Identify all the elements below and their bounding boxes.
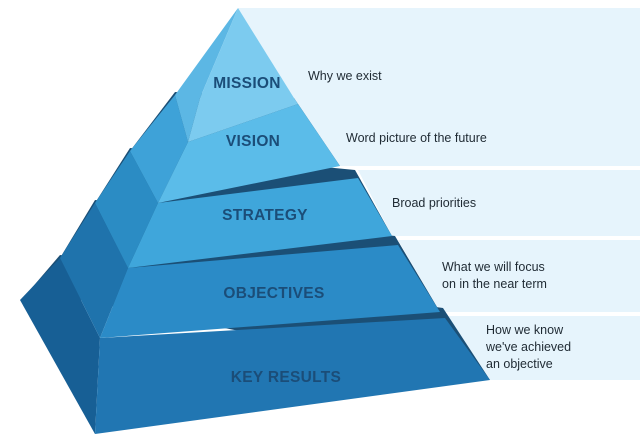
layer-mission-front — [200, 8, 294, 98]
band-vision — [294, 98, 640, 166]
description-line: we've achieved — [486, 340, 572, 354]
label-objectives: OBJECTIVES — [223, 285, 324, 302]
description-vision: Word picture of the future — [346, 130, 487, 147]
label-key-results: KEY RESULTS — [231, 369, 341, 386]
layer-mission-side — [175, 8, 238, 142]
layer-objectives-front — [100, 245, 440, 338]
pyramid-layers — [20, 8, 490, 434]
description-line: What we will focus — [442, 260, 545, 274]
layer-mission — [175, 8, 298, 142]
description-strategy: Broad priorities — [392, 195, 476, 212]
band-mission — [238, 8, 640, 98]
description-line: Word picture of the future — [346, 131, 487, 145]
layer-mission-front-lower — [188, 98, 298, 142]
description-key-results: How we know we've achieved an objective — [486, 322, 571, 373]
description-mission: Why we exist — [308, 68, 382, 85]
band-strategy — [358, 170, 640, 236]
description-line: on in the near term — [442, 277, 547, 291]
description-line: an objective — [486, 357, 553, 371]
band-objectives — [398, 240, 640, 312]
label-vision: VISION — [226, 133, 280, 150]
label-mission: MISSION — [213, 75, 281, 92]
layer-key-results-front — [95, 318, 490, 434]
description-bands — [238, 8, 640, 380]
description-line: How we know — [486, 323, 564, 337]
description-line: Broad priorities — [392, 196, 477, 210]
layer-key-results-side — [20, 258, 100, 434]
description-line: Why we exist — [308, 69, 382, 83]
layer-strategy-front — [128, 178, 392, 268]
layer-vision-side — [130, 95, 188, 203]
layer-strategy-side — [95, 151, 158, 268]
layer-vision-front — [158, 104, 340, 203]
band-key-results — [444, 316, 640, 380]
description-objectives: What we will focus on in the near term — [442, 259, 547, 293]
layer-objectives-side — [60, 203, 128, 338]
label-strategy: STRATEGY — [222, 207, 308, 224]
